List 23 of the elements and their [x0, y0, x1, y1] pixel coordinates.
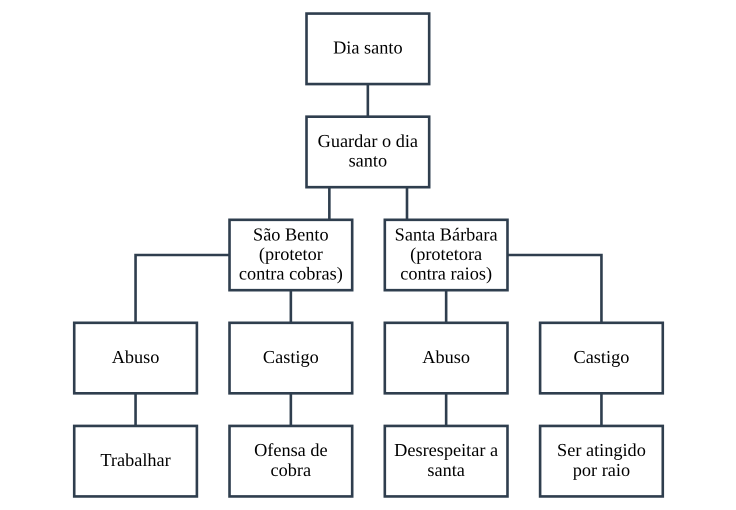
node-box: Castigo: [228, 322, 353, 395]
connector: [328, 187, 330, 220]
node-box: São Bento (protetor contra cobras): [228, 218, 353, 292]
node-box: Castigo: [538, 322, 664, 395]
connector: [444, 394, 447, 426]
connector: [444, 290, 447, 323]
node-box: Dia santo: [304, 12, 430, 86]
node-box: Abuso: [72, 322, 198, 395]
connector: [134, 254, 229, 323]
connector: [600, 394, 602, 426]
connector: [507, 254, 602, 323]
node-box: Santa Bárbara (protetora contra raios): [383, 218, 508, 292]
connector: [134, 394, 136, 426]
node-box: Trabalhar: [72, 424, 198, 498]
connector: [366, 84, 369, 116]
connector: [289, 394, 292, 426]
node-box: Abuso: [383, 322, 508, 395]
node-box: Ser atingido por raio: [538, 424, 664, 498]
connector: [289, 290, 292, 323]
connector: [405, 187, 408, 220]
node-box: Ofensa de cobra: [228, 424, 353, 498]
node-box: Desrespeitar a santa: [383, 424, 508, 498]
node-box: Guardar o dia santo: [304, 115, 430, 188]
